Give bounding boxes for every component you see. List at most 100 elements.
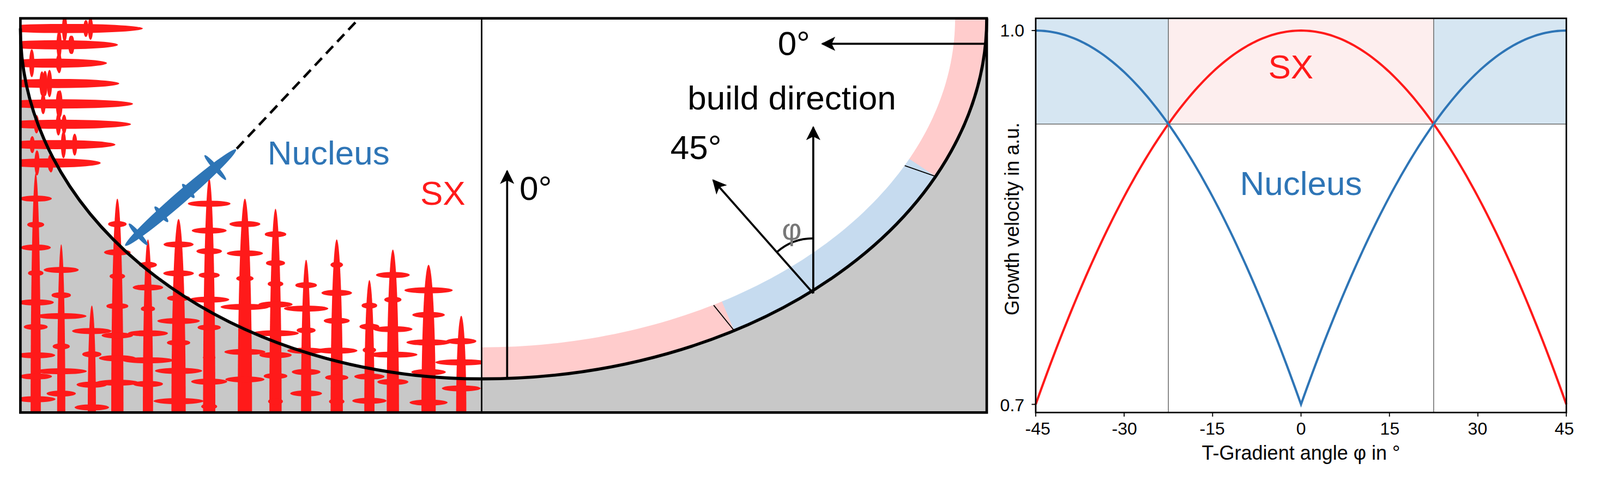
band-segment [734, 176, 937, 331]
tick [1565, 412, 1567, 417]
dendrite-arm [229, 221, 261, 228]
nucleus-curve [1035, 30, 1567, 405]
band-segment [481, 330, 734, 380]
tick [1123, 412, 1125, 417]
nucleus-arm [127, 221, 150, 247]
tick-label: -30 [1112, 420, 1138, 438]
tick [1031, 29, 1036, 32]
dendrite-arm [27, 221, 45, 228]
dendrite-trunk [171, 219, 186, 413]
tick [1211, 412, 1213, 417]
nucleus [114, 137, 247, 259]
tick-label: 0.7 [1000, 396, 1025, 415]
dendrite-arm [201, 403, 217, 410]
tick-label: -45 [1025, 420, 1051, 438]
dendrite-trunk [202, 178, 215, 413]
dendrite-arm [323, 317, 350, 324]
dendrite-arm [61, 130, 66, 159]
dendrite-arm [157, 318, 201, 325]
tick [1389, 412, 1391, 417]
dendrite-arm [20, 195, 52, 202]
dendrite-arm [263, 373, 288, 380]
dendrite-arm [35, 313, 87, 320]
tick [1477, 412, 1479, 417]
dashed-line [236, 18, 360, 149]
dendrite-arm [109, 273, 125, 280]
dendrite-arm [132, 284, 163, 291]
angle-symbol: φ [781, 214, 802, 245]
dendrite-arm [69, 35, 75, 54]
shade-nucleus [1433, 18, 1567, 125]
dendrite-arm [166, 340, 191, 347]
dendrite-arm [107, 221, 127, 228]
dendrite-arm [321, 290, 353, 297]
dendrite-arm [43, 267, 79, 274]
dendrite-arm [34, 150, 40, 176]
dendrite-arm [316, 347, 358, 354]
panel-frame [20, 18, 987, 414]
dendrite-arm [268, 398, 283, 405]
tick [1300, 412, 1302, 417]
axis-title: Growth velocity in a.u. [1002, 122, 1023, 316]
dendrite-arm [290, 390, 322, 397]
band-segment [935, 18, 987, 177]
tick [1035, 412, 1037, 417]
curve-label: SX [1268, 50, 1314, 84]
melt-pool-boundary [20, 18, 987, 380]
dendrite-arm [20, 373, 52, 380]
dendrite-arm [52, 343, 71, 350]
dendrite-arm [406, 339, 451, 346]
dendrite-arm [191, 227, 227, 234]
dendrite-arm [82, 351, 102, 358]
dendrite-arm [62, 18, 68, 43]
dendrite-arm [264, 231, 287, 238]
dendrite-arm [284, 305, 329, 312]
dendrite-arm [20, 299, 54, 306]
dendrite-arm [51, 292, 71, 299]
dendrite-arm [295, 282, 318, 289]
dendrite-arm [133, 381, 163, 388]
angle-label: 45° [670, 130, 722, 165]
dendrite-arm [296, 327, 316, 334]
dendrite-arm [258, 301, 293, 308]
dendrite-arm [20, 158, 101, 168]
dendrite-arm [226, 250, 263, 257]
angle-label: 0° [777, 26, 811, 61]
dendrite-arm [55, 112, 61, 136]
dendrite-arm [27, 270, 44, 277]
dendrite-arm [74, 404, 110, 411]
dendrite-arm [445, 338, 476, 345]
nucleus-arm [202, 153, 228, 182]
arrow [822, 43, 987, 46]
nucleus-stem [121, 145, 240, 251]
dendrite-arm [198, 272, 220, 279]
dendrite-arm [441, 385, 481, 392]
dendrite-arm [361, 302, 378, 309]
dendrite-trunk [269, 208, 282, 413]
sx-curve [1035, 30, 1567, 405]
dendrite-arm [35, 368, 87, 375]
dendrite-arm [153, 398, 204, 405]
dendrite-arm [61, 114, 67, 135]
direction-label: build direction [687, 81, 897, 116]
dendrite-arm [20, 99, 134, 109]
dendrite-arm [20, 352, 56, 359]
dendrite-arm [46, 69, 52, 98]
dendrite-arm [291, 369, 321, 376]
dendrite-arm [56, 55, 62, 72]
dendrite-arm [20, 79, 119, 89]
dendrite-arm [188, 200, 231, 207]
tick-label: 30 [1468, 420, 1488, 438]
dendrite-arm [377, 379, 409, 386]
arrow [505, 171, 509, 378]
dendrite-arm [162, 270, 194, 277]
arrow [713, 180, 813, 294]
plot-frame [1035, 18, 1567, 414]
dendrite-arm [266, 260, 286, 267]
dendrite-arm [140, 305, 155, 312]
dendrite-arm [42, 70, 48, 97]
tick-label: 0 [1296, 420, 1307, 438]
dendrite-arm [367, 352, 418, 359]
dendrite-arm [20, 244, 52, 251]
